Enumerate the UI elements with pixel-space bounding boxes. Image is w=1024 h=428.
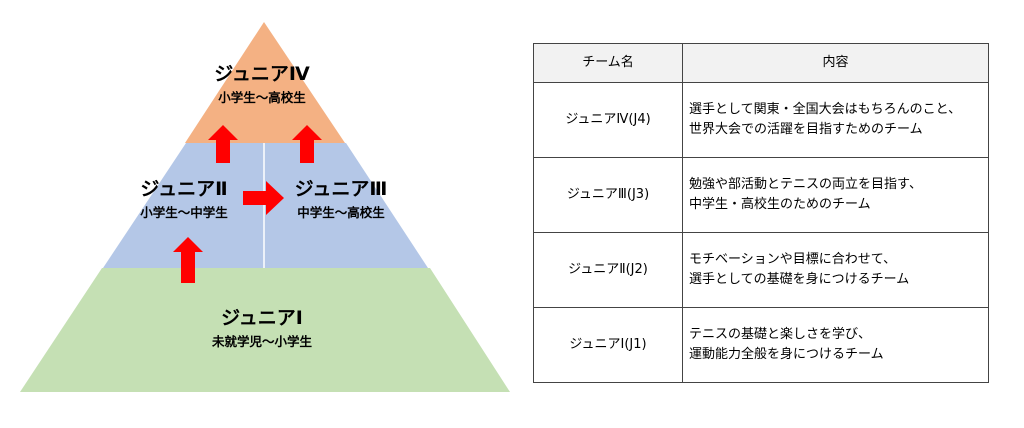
pyramid-diagram xyxy=(20,22,510,392)
arrow-up-j3-to-j4-right xyxy=(292,125,322,163)
table-row: ジュニアⅡ(J2) モチベーションや目標に合わせて、 選手としての基礎を身につけ… xyxy=(533,232,989,308)
description-line: 勉強や部活動とテニスの両立を目指す、 xyxy=(689,177,922,192)
arrow-up-j1-to-j2 xyxy=(173,237,203,283)
description-line: テニスの基礎と楽しさを学び、 xyxy=(689,327,872,342)
table-row: ジュニアⅢ(J3) 勉強や部活動とテニスの両立を目指す、 中学生・高校生のための… xyxy=(533,157,989,233)
level-name: ジュニアⅣ xyxy=(214,63,310,85)
tier-junior-4 xyxy=(185,22,345,143)
team-description-cell: モチベーションや目標に合わせて、 選手としての基礎を身につけるチーム xyxy=(682,232,989,308)
tier-junior-2-3 xyxy=(103,143,428,268)
team-name-cell: ジュニアⅣ(J4) xyxy=(533,82,683,158)
level-junior-1: ジュニアⅠ 未就学児～小学生 xyxy=(212,307,312,350)
header-content: 内容 xyxy=(682,43,989,83)
description-line: 選手として関東・全国大会はもちろんのこと、 xyxy=(689,102,962,117)
team-name-cell: ジュニアⅢ(J3) xyxy=(533,157,683,233)
arrow-up-j2-to-j4-left xyxy=(208,125,238,163)
arrow-right-j2-to-j3 xyxy=(243,181,284,215)
description-line: 世界大会での活躍を目指すためのチーム xyxy=(689,122,923,137)
level-junior-2: ジュニアⅡ 小学生～中学生 xyxy=(140,178,228,221)
level-range: 未就学児～小学生 xyxy=(211,334,313,349)
team-description-cell: 勉強や部活動とテニスの両立を目指す、 中学生・高校生のためのチーム xyxy=(682,157,989,233)
table-row: ジュニアⅣ(J4) 選手として関東・全国大会はもちろんのこと、 世界大会での活躍… xyxy=(533,82,989,158)
level-range: 小学生～高校生 xyxy=(218,90,306,105)
level-junior-4: ジュニアⅣ 小学生～高校生 xyxy=(214,63,310,106)
team-description-cell: 選手として関東・全国大会はもちろんのこと、 世界大会での活躍を目指すためのチーム xyxy=(682,82,989,158)
level-range: 中学生～高校生 xyxy=(297,205,385,220)
description-line: 運動能力全般を身につけるチーム xyxy=(689,347,884,362)
team-name-cell: ジュニアⅠ(J1) xyxy=(533,307,683,383)
level-name: ジュニアⅠ xyxy=(221,307,303,329)
team-name-cell: ジュニアⅡ(J2) xyxy=(533,232,683,308)
table-row: ジュニアⅠ(J1) テニスの基礎と楽しさを学び、 運動能力全般を身につけるチーム xyxy=(533,307,989,383)
description-line: モチベーションや目標に合わせて、 xyxy=(689,252,897,267)
header-team-name: チーム名 xyxy=(533,43,683,83)
team-description-cell: テニスの基礎と楽しさを学び、 運動能力全般を身につけるチーム xyxy=(682,307,989,383)
description-line: 選手としての基礎を身につけるチーム xyxy=(689,272,910,287)
description-line: 中学生・高校生のためのチーム xyxy=(689,197,871,212)
level-name: ジュニアⅡ xyxy=(140,178,228,200)
level-junior-3: ジュニアⅢ 中学生～高校生 xyxy=(295,178,388,221)
level-range: 小学生～中学生 xyxy=(140,205,228,220)
table-header-row: チーム名 内容 xyxy=(533,43,989,83)
team-table: チーム名 内容 ジュニアⅣ(J4) 選手として関東・全国大会はもちろんのこと、 … xyxy=(533,43,989,383)
level-name: ジュニアⅢ xyxy=(294,178,388,200)
tier-junior-1 xyxy=(20,268,510,392)
